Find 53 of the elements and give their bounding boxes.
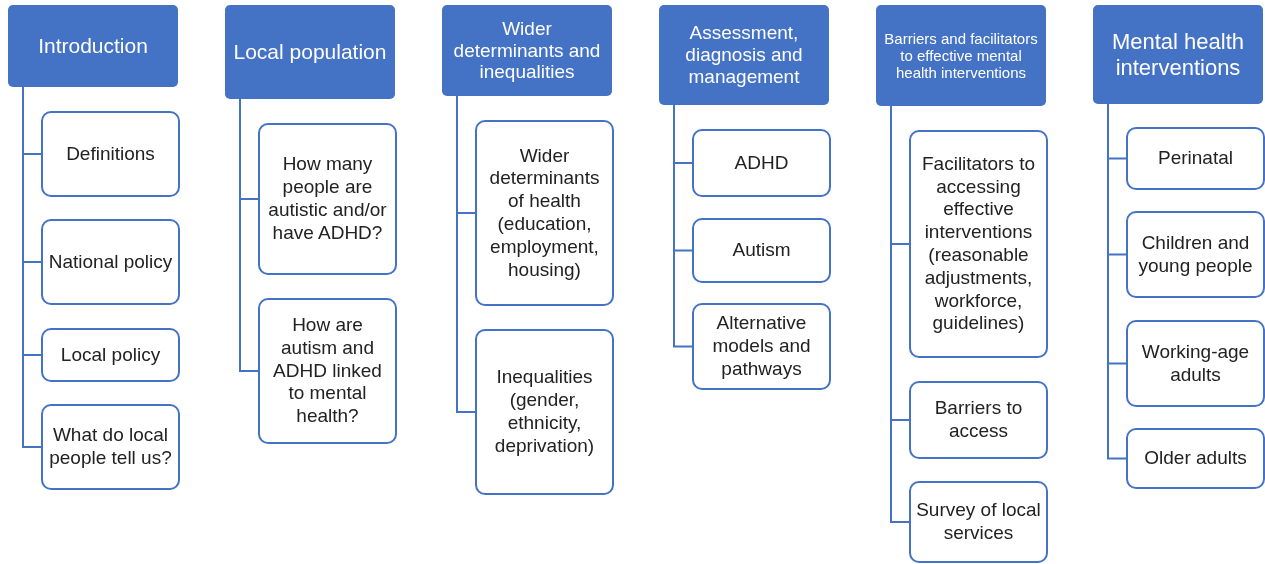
box-label: Definitions	[66, 142, 155, 166]
box-label: National policy	[48, 250, 173, 274]
box-label: Wider determinants of health (education, employment, housing)	[488, 144, 601, 282]
box-label: Autism	[732, 239, 791, 262]
topic-box	[475, 329, 614, 495]
section-header-box	[876, 5, 1046, 106]
topic-box	[1126, 428, 1265, 489]
box-label: How many people are autistic and/or have ADHD?	[267, 153, 388, 245]
topic-box	[1126, 127, 1265, 190]
box-label: Alternative models and pathways	[711, 312, 812, 381]
box-label: Survey of local services	[915, 499, 1042, 545]
connector-line	[456, 95, 476, 413]
box-label: Children and young people	[1137, 231, 1254, 278]
box-label: Barriers and facilitators to effective mental health interventions	[883, 29, 1039, 82]
topic-box	[41, 328, 180, 382]
box-label: Local population	[233, 39, 387, 65]
connector-line	[673, 104, 693, 348]
section-header-box	[1093, 5, 1263, 104]
box-label: Older adults	[1144, 447, 1247, 470]
box-label: Facilitators to accessing effective interventions (reasonable adjustments, workforce, guidelines)	[921, 152, 1036, 336]
topic-box	[258, 298, 397, 444]
topic-box	[41, 219, 180, 305]
topic-box	[258, 123, 397, 275]
box-label: Inequalities (gender, ethnicity, deprivation)	[493, 366, 596, 458]
box-label: Introduction	[38, 33, 148, 59]
section-header-box	[8, 5, 178, 87]
topic-box	[692, 129, 831, 197]
connector-line	[1107, 103, 1127, 460]
box-label: Local policy	[60, 343, 161, 367]
topic-box	[1126, 211, 1265, 298]
topic-box	[909, 381, 1048, 459]
box-label: Perinatal	[1158, 147, 1233, 170]
box-label: ADHD	[734, 151, 789, 175]
topic-box	[909, 481, 1048, 563]
box-label: Working-age adults	[1140, 340, 1251, 387]
box-label: Barriers to access	[933, 397, 1024, 443]
topic-box	[41, 111, 180, 197]
section-header-box	[225, 5, 395, 99]
topic-box	[1126, 320, 1265, 407]
topic-box	[41, 404, 180, 490]
box-label: Wider determinants and inequalities	[452, 17, 602, 84]
section-header-box	[659, 5, 829, 105]
connector-line	[22, 86, 42, 448]
box-label: Assessment, diagnosis and management	[684, 22, 804, 88]
box-label: Mental health interventions	[1110, 29, 1246, 80]
box-label: How are autism and ADHD linked to mental health?	[272, 314, 383, 428]
topic-box	[909, 130, 1048, 358]
section-header-box	[442, 5, 612, 96]
topic-box	[692, 303, 831, 390]
topic-box	[475, 120, 614, 306]
box-label: What do local people tell us?	[48, 424, 173, 470]
topic-box	[692, 218, 831, 283]
connector-line	[239, 98, 259, 372]
